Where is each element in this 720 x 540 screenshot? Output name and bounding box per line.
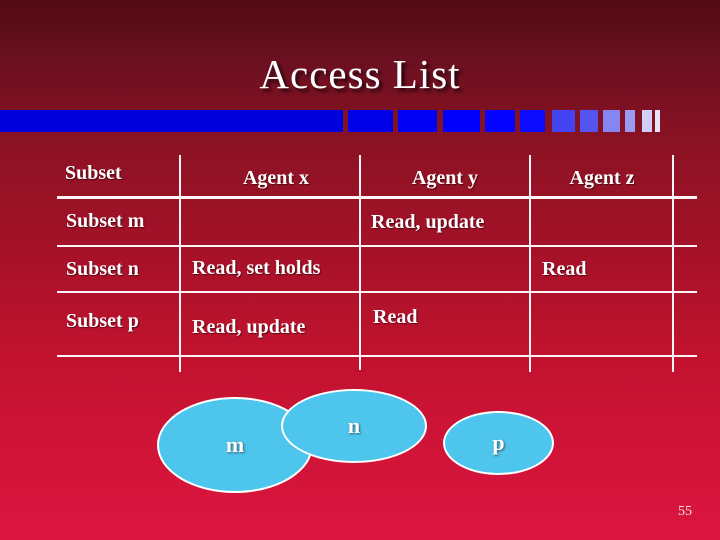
- accent-bar-segment: [520, 110, 545, 132]
- ellipse-label-m: m: [225, 432, 245, 457]
- page-number: 55: [678, 504, 692, 519]
- ellipse-label-n: n: [347, 413, 361, 438]
- cell-subset-m-agent-y: Read, update: [371, 211, 485, 233]
- column-header-agent-z: Agent z: [569, 167, 635, 189]
- accent-bar-segment: [552, 110, 575, 132]
- ellipse-label-p: p: [492, 430, 505, 455]
- table-column-line: [179, 155, 181, 372]
- accent-bar-segment: [580, 110, 598, 132]
- table-row-line: [57, 291, 697, 293]
- accent-bar-segment: [0, 110, 343, 132]
- accent-bar-segment: [443, 110, 480, 132]
- table-header-underline: [57, 196, 697, 199]
- ellipse-subset-p: p: [443, 411, 554, 475]
- table-row-line: [57, 355, 697, 357]
- column-header-subset: Subset: [65, 162, 122, 184]
- row-label-subset-p: Subset p: [66, 310, 139, 332]
- accent-bar-segment: [348, 110, 393, 132]
- accent-bar-segment: [398, 110, 437, 132]
- column-header-agent-x: Agent x: [242, 167, 310, 189]
- accent-bar-segment: [655, 110, 660, 132]
- cell-subset-p-agent-x: Read, update: [192, 316, 306, 338]
- table-column-line: [672, 155, 674, 372]
- ellipse-subset-n: n: [281, 389, 427, 463]
- table-column-line: [359, 155, 361, 370]
- row-label-subset-m: Subset m: [66, 210, 145, 232]
- cell-subset-p-agent-y: Read: [373, 306, 418, 328]
- table-column-line: [529, 155, 531, 372]
- slide-title: Access List: [259, 51, 461, 97]
- accent-bar-segment: [485, 110, 515, 132]
- accent-bar-segment: [625, 110, 635, 132]
- table-row-line: [57, 245, 697, 247]
- accent-bar-segment: [642, 110, 652, 132]
- accent-bar: [0, 110, 720, 132]
- cell-subset-n-agent-x: Read, set holds: [192, 257, 321, 279]
- column-header-agent-y: Agent y: [411, 167, 479, 189]
- cell-subset-n-agent-z: Read: [542, 258, 587, 280]
- row-label-subset-n: Subset n: [66, 258, 139, 280]
- accent-bar-segment: [603, 110, 620, 132]
